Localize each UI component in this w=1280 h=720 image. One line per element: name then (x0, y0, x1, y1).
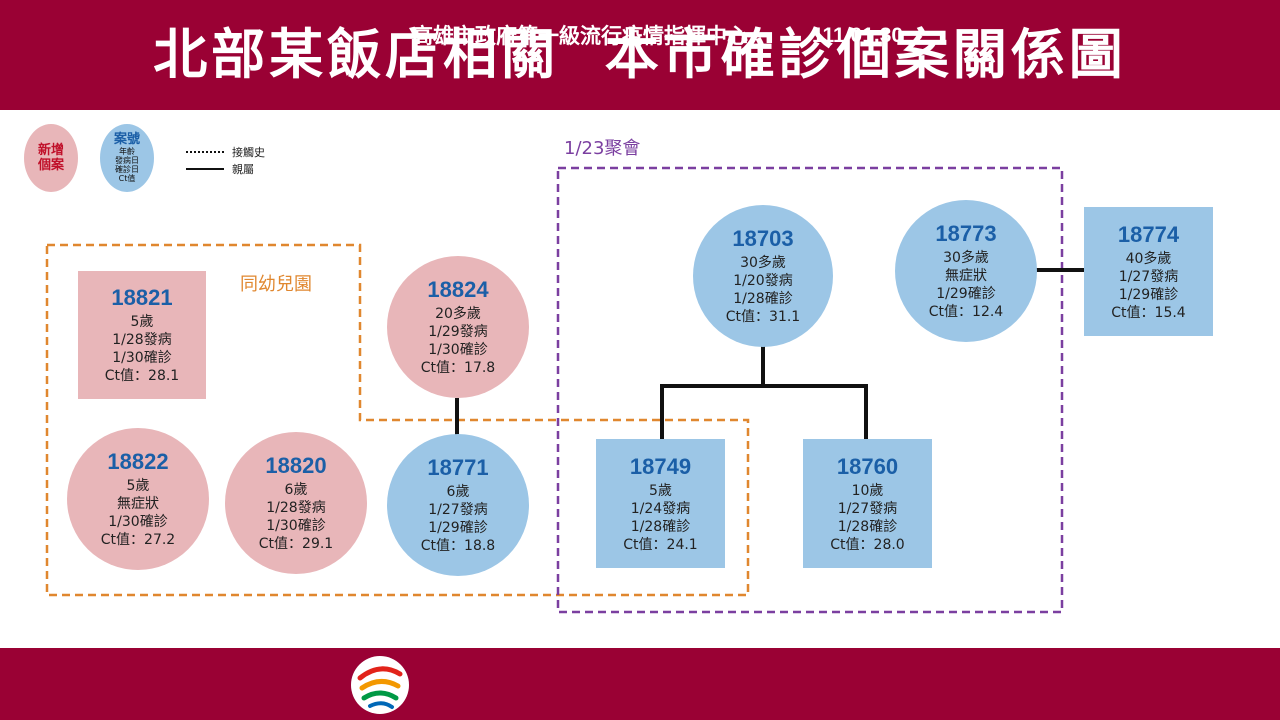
case-ct: Ct值：15.4 (1111, 304, 1186, 321)
legend-new-case: 新增 個案 (24, 124, 78, 192)
case-node-18760: 18760 10歲 1/27發病 1/28確診 Ct值：28.0 (803, 439, 932, 568)
case-ct: Ct值：28.1 (104, 368, 180, 384)
legend-new-case-line1: 新增 (37, 143, 64, 158)
case-onset: 1/20發病 (733, 273, 793, 289)
legend-solid-label: 親屬 (232, 163, 254, 176)
case-age: 5歲 (126, 478, 150, 494)
kaohsiung-logo-icon (351, 656, 409, 714)
case-confirmed: 1/30確診 (428, 342, 488, 358)
case-age: 6歲 (446, 484, 470, 500)
case-onset: 1/24發病 (630, 500, 691, 517)
case-id: 18771 (427, 455, 489, 480)
case-confirmed: 1/29確診 (1118, 286, 1179, 303)
case-ct: Ct值：27.2 (100, 532, 176, 548)
case-id: 18821 (111, 285, 173, 310)
case-confirmed: 1/30確診 (266, 518, 326, 534)
case-node-18774: 18774 40多歲 1/27發病 1/29確診 Ct值：15.4 (1084, 207, 1213, 336)
case-ct: Ct值：29.1 (258, 536, 334, 552)
case-confirmed: 1/28確診 (630, 518, 691, 535)
case-confirmed: 1/28確診 (733, 291, 793, 307)
case-confirmed: 1/29確診 (936, 286, 996, 302)
case-confirmed: 1/28確診 (837, 518, 898, 535)
case-onset: 1/28發病 (266, 500, 326, 516)
case-onset: 無症狀 (117, 496, 159, 512)
legend-solid-line (186, 168, 224, 170)
case-age: 20多歲 (435, 306, 481, 322)
case-node-18821: 18821 5歲 1/28發病 1/30確診 Ct值：28.1 (78, 271, 206, 399)
case-id: 18773 (935, 221, 997, 246)
kindergarten-group-boundary (45, 243, 750, 597)
case-onset: 1/27發病 (1118, 268, 1179, 285)
case-id: 18760 (836, 453, 899, 479)
case-confirmed: 1/30確診 (112, 350, 172, 366)
case-id: 18774 (1117, 221, 1180, 247)
gathering-group-boundary (556, 166, 1064, 614)
kindergarten-group-label: 同幼兒園 (240, 274, 312, 295)
case-confirmed: 1/29確診 (428, 520, 488, 536)
case-onset: 1/27發病 (837, 500, 898, 517)
case-node-18822: 18822 5歲 無症狀 1/30確診 Ct值：27.2 (67, 428, 209, 570)
case-id: 18824 (427, 277, 489, 302)
case-ct: Ct值：17.8 (420, 360, 496, 376)
footer-bar (0, 648, 1280, 720)
case-age: 30多歲 (740, 255, 786, 271)
case-age: 30多歲 (943, 250, 989, 266)
case-id: 18749 (629, 453, 692, 479)
case-node-18820: 18820 6歲 1/28發病 1/30確診 Ct值：29.1 (225, 432, 367, 574)
case-node-18703: 18703 30多歲 1/20發病 1/28確診 Ct值：31.1 (693, 205, 833, 347)
case-node-18824: 18824 20多歲 1/29發病 1/30確診 Ct值：17.8 (387, 256, 529, 398)
case-confirmed: 1/30確診 (108, 514, 168, 530)
case-onset: 1/28發病 (112, 332, 172, 348)
case-age: 5歲 (130, 314, 154, 330)
footer-organization: 高雄市政府第一級流行疫情指揮中心 (412, 24, 748, 48)
case-ct: Ct值：24.1 (623, 536, 698, 553)
case-age: 40多歲 (1125, 250, 1172, 267)
case-node-18771: 18771 6歲 1/27發病 1/29確診 Ct值：18.8 (387, 434, 529, 576)
case-age: 6歲 (284, 482, 308, 498)
legend-dotted-label: 接觸史 (232, 146, 265, 159)
case-ct: Ct值：12.4 (928, 304, 1004, 320)
case-ct: Ct值：18.8 (420, 538, 496, 554)
header-bar (0, 0, 1280, 110)
case-onset: 1/27發病 (428, 502, 488, 518)
case-ct: Ct值：28.0 (830, 536, 905, 553)
case-age: 10歲 (851, 482, 884, 499)
case-node-18773: 18773 30多歲 無症狀 1/29確診 Ct值：12.4 (895, 200, 1037, 342)
legend-new-case-line2: 個案 (37, 158, 64, 173)
page-title: 北部某飯店相關 本市確診個案關係圖 (153, 23, 1127, 86)
case-ct: Ct值：31.1 (725, 309, 801, 325)
legend-case-format: 案號 年齡 發病日 確診日 Ct值 (100, 124, 154, 192)
case-onset: 1/29發病 (428, 324, 488, 340)
legend-case-field: 年齡 (119, 147, 135, 156)
legend-dotted-line (186, 151, 224, 153)
case-age: 5歲 (649, 482, 672, 499)
legend-case-field: 確診日 (115, 165, 139, 174)
gathering-group-label: 1/23聚會 (564, 138, 641, 159)
case-node-18749: 18749 5歲 1/24發病 1/28確診 Ct值：24.1 (596, 439, 725, 568)
case-id: 18703 (732, 226, 794, 251)
legend-case-field: 發病日 (115, 156, 139, 165)
case-id: 18822 (107, 449, 169, 474)
legend-case-field: Ct值 (118, 174, 136, 183)
case-onset: 無症狀 (945, 268, 987, 284)
case-id: 18820 (265, 453, 327, 478)
footer-date: 111.01.30 (812, 24, 904, 47)
legend-case-label: 案號 (113, 132, 140, 147)
